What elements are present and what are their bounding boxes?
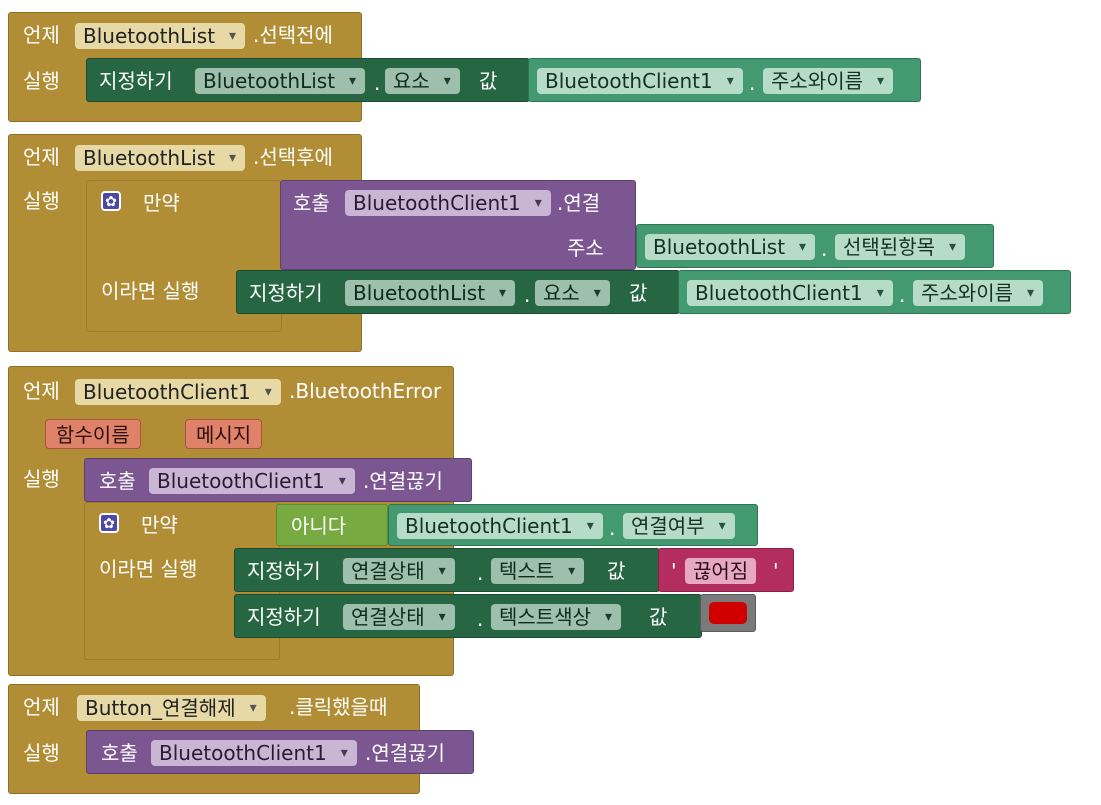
set-component-dropdown[interactable]: BluetoothList — [195, 68, 366, 94]
set-property-dropdown[interactable]: 텍스트색상 — [491, 604, 621, 630]
quote-open: ' — [671, 559, 677, 583]
dot-label: . — [374, 71, 381, 95]
do-label: 실행 — [23, 69, 60, 93]
call-label: 호출 — [293, 191, 330, 215]
event-name-label: .선택후에 — [253, 145, 333, 169]
then-do-label: 이라면 실행 — [101, 279, 200, 303]
text-value-field[interactable]: 끊어짐 — [685, 558, 757, 584]
if-label: 만약 — [141, 513, 178, 537]
getter-property-dropdown[interactable]: 주소와이름 — [913, 280, 1043, 306]
call-component-dropdown[interactable]: BluetoothClient1 — [345, 190, 551, 216]
when-label: 언제 — [23, 379, 60, 403]
event-name-label: .클릭했을때 — [289, 695, 388, 719]
set-label: 지정하기 — [99, 69, 173, 93]
dot-label: . — [477, 607, 484, 631]
dot-label: . — [821, 237, 828, 261]
quote-close: ' — [773, 559, 779, 583]
set-label: 지정하기 — [247, 559, 321, 583]
set-text-color-block[interactable]: 지정하기 연결상태 . 텍스트색상 값 — [234, 594, 702, 638]
when-label: 언제 — [23, 145, 60, 169]
to-label: 값 — [607, 559, 626, 583]
call-disconnect-block[interactable]: 호출 BluetoothClient1 .연결끊기 — [86, 730, 474, 774]
method-name-label: .연결끊기 — [363, 469, 443, 493]
text-string-block[interactable]: ' 끊어짐 ' — [658, 548, 794, 592]
getter-component-dropdown[interactable]: BluetoothClient1 — [687, 280, 893, 306]
event-name-label: .선택전에 — [253, 23, 333, 47]
do-label: 실행 — [23, 741, 60, 765]
set-label: 지정하기 — [249, 281, 323, 305]
component-dropdown[interactable]: BluetoothClient1 — [75, 379, 281, 405]
not-label: 아니다 — [291, 514, 347, 538]
component-dropdown[interactable]: BluetoothList — [75, 145, 246, 171]
red-color-swatch[interactable] — [709, 602, 747, 624]
getter-property-dropdown[interactable]: 선택된항목 — [835, 234, 965, 260]
color-block[interactable] — [700, 594, 756, 632]
when-label: 언제 — [23, 695, 60, 719]
event-name-label: .BluetoothError — [289, 379, 442, 403]
call-label: 호출 — [99, 469, 136, 493]
connected-getter-block[interactable]: BluetoothClient1 . 연결여부 — [388, 504, 758, 546]
if-label: 만약 — [143, 191, 180, 215]
set-property-dropdown[interactable]: 요소 — [385, 68, 460, 94]
set-component-dropdown[interactable]: BluetoothList — [345, 280, 516, 306]
then-do-label: 이라면 실행 — [99, 557, 198, 581]
parameter-message[interactable]: 메시지 — [185, 419, 263, 449]
call-disconnect-block[interactable]: 호출 BluetoothClient1 .연결끊기 — [84, 458, 472, 502]
when-label: 언제 — [23, 23, 60, 47]
dot-label: . — [524, 283, 531, 307]
call-component-dropdown[interactable]: BluetoothClient1 — [149, 468, 355, 494]
method-name-label: .연결 — [557, 191, 601, 215]
set-label: 지정하기 — [247, 605, 321, 629]
do-label: 실행 — [23, 189, 60, 213]
method-name-label: .연결끊기 — [365, 741, 445, 765]
set-component-dropdown[interactable]: 연결상태 — [343, 604, 455, 630]
call-label: 호출 — [101, 741, 138, 765]
dot-label: . — [749, 71, 756, 95]
set-property-block[interactable]: 지정하기 BluetoothList . 요소 값 — [86, 58, 530, 102]
to-label: 값 — [649, 605, 668, 629]
not-block[interactable]: 아니다 — [276, 504, 388, 546]
property-getter-block[interactable]: BluetoothClient1 . 주소와이름 — [528, 58, 921, 102]
getter-component-dropdown[interactable]: BluetoothList — [645, 234, 816, 260]
call-connect-block[interactable]: 호출 BluetoothClient1 .연결 주소 — [280, 180, 636, 270]
call-component-dropdown[interactable]: BluetoothClient1 — [151, 740, 357, 766]
getter-property-dropdown[interactable]: 연결여부 — [623, 513, 735, 539]
selection-getter-block[interactable]: BluetoothList . 선택된항목 — [636, 224, 994, 268]
component-dropdown[interactable]: BluetoothList — [75, 23, 246, 49]
getter-component-dropdown[interactable]: BluetoothClient1 — [397, 513, 603, 539]
to-label: 값 — [479, 69, 498, 93]
property-getter-block[interactable]: BluetoothClient1 . 주소와이름 — [678, 270, 1071, 314]
component-dropdown[interactable]: Button_연결해제 — [77, 695, 266, 721]
gear-icon[interactable]: ✿ — [99, 513, 119, 533]
set-property-dropdown[interactable]: 텍스트 — [491, 558, 585, 584]
gear-icon[interactable]: ✿ — [101, 191, 121, 211]
set-property-dropdown[interactable]: 요소 — [535, 280, 610, 306]
getter-component-dropdown[interactable]: BluetoothClient1 — [537, 68, 743, 94]
getter-property-dropdown[interactable]: 주소와이름 — [763, 68, 893, 94]
set-text-block[interactable]: 지정하기 연결상태 . 텍스트 값 — [234, 548, 660, 592]
dot-label: . — [477, 561, 484, 585]
do-label: 실행 — [23, 467, 60, 491]
to-label: 값 — [629, 281, 648, 305]
address-label: 주소 — [567, 236, 604, 260]
set-property-block[interactable]: 지정하기 BluetoothList . 요소 값 — [236, 270, 680, 314]
parameter-function-name[interactable]: 함수이름 — [45, 419, 141, 449]
dot-label: . — [899, 283, 906, 307]
set-component-dropdown[interactable]: 연결상태 — [343, 558, 455, 584]
dot-label: . — [609, 516, 616, 540]
